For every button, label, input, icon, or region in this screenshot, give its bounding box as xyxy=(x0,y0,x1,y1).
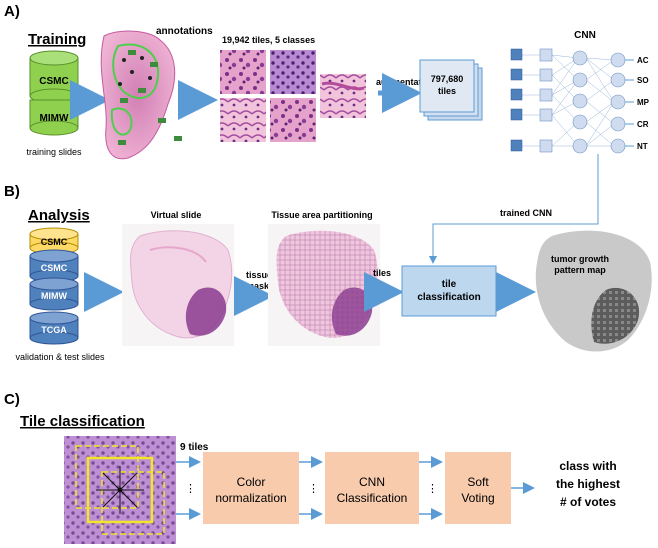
aug-count: 797,680 xyxy=(431,74,464,84)
virtual-slide: Virtual slide xyxy=(122,210,234,346)
analysis-cylinders: CSMC CSMC MIMW TCGA validation & test sl… xyxy=(15,227,105,362)
virtual-slide-label: Virtual slide xyxy=(151,210,202,220)
section-b-letter: B) xyxy=(4,183,20,200)
tile-classification-line2: classification xyxy=(417,292,480,303)
class-label-nt: NT xyxy=(637,142,648,151)
augmented-tiles-stack: 797,680 tiles xyxy=(419,59,483,121)
cyl-label: MIMW xyxy=(41,291,67,301)
nine-tiles-label: 9 tiles xyxy=(180,442,209,453)
cylinder-csmc-blue: CSMC xyxy=(29,249,79,283)
cylinder-mimw-training: MIMW xyxy=(29,99,79,136)
class-label-so: SO xyxy=(637,76,649,85)
tile-sample xyxy=(270,98,316,142)
cyl-top-label: CSMC xyxy=(39,76,68,87)
color-normalization-line1: Color xyxy=(237,475,266,489)
cylinder-csmc-training: CSMC xyxy=(29,50,79,104)
result-line2: the highest xyxy=(556,477,620,491)
partition-label: Tissue area partitioning xyxy=(271,210,372,220)
trained-cnn-connector xyxy=(429,154,599,264)
cylinder-mimw-blue: MIMW xyxy=(29,277,79,311)
cyl-label: TCGA xyxy=(41,325,67,335)
annotations-label: annotations xyxy=(156,26,213,37)
color-normalization-box: Color normalization xyxy=(203,452,299,524)
tile-sample xyxy=(320,74,366,118)
section-a-letter: A) xyxy=(4,3,20,20)
soft-voting-line1: Soft xyxy=(467,475,489,489)
ellipsis-3: ⋮ xyxy=(427,483,438,495)
ellipsis-1: ⋮ xyxy=(185,483,196,495)
cyl-label: CSMC xyxy=(41,263,68,273)
nine-tile-image: 9 tiles xyxy=(64,436,209,544)
partitioned-slide: Tissue area partitioning xyxy=(268,210,380,346)
arrows-c1 xyxy=(176,456,201,520)
annotated-training-slide: annotations xyxy=(100,26,213,160)
growth-pattern-map: tumor growth pattern map xyxy=(535,230,652,352)
training-slides-caption: training slides xyxy=(26,147,82,157)
soft-voting-line2: Voting xyxy=(461,491,494,505)
training-cylinders: CSMC MIMW training slides xyxy=(26,50,82,157)
aug-unit: tiles xyxy=(438,86,456,96)
soft-voting-box: Soft Voting xyxy=(445,452,511,524)
class-label-cr: CR xyxy=(637,120,649,129)
ellipsis-2: ⋮ xyxy=(308,483,319,495)
tile-sample xyxy=(220,50,266,94)
cnn-classification-box: CNN Classification xyxy=(325,452,419,524)
section-c-letter: C) xyxy=(4,391,20,408)
section-b-title: Analysis xyxy=(28,207,90,224)
class-label-mp: MP xyxy=(637,98,650,107)
tile-classification-line1: tile xyxy=(442,279,457,290)
class-label-ac: AC xyxy=(637,56,649,65)
cyl-label: CSMC xyxy=(41,237,68,247)
arrows-c3 xyxy=(419,456,443,520)
validation-slides-caption: validation & test slides xyxy=(15,352,105,362)
cylinder-csmc-yellow: CSMC xyxy=(29,227,79,255)
color-normalization-line2: normalization xyxy=(215,491,286,505)
tissue-mask-label-2: mask xyxy=(246,281,270,291)
cnn-classification-line1: CNN xyxy=(359,475,385,489)
annotation-markers xyxy=(118,50,182,145)
result-line1: class with xyxy=(559,459,616,473)
section-a-title: Training xyxy=(28,31,86,48)
cnn-label: CNN xyxy=(574,30,596,41)
cnn-classification-line2: Classification xyxy=(337,491,408,505)
tiles-count-label: 19,942 tiles, 5 classes xyxy=(222,35,315,45)
tiles-arrow-label: tiles xyxy=(373,268,391,278)
tissue-mask-label-1: tissue xyxy=(246,270,272,280)
section-c-title: Tile classification xyxy=(20,413,145,430)
trained-cnn-label: trained CNN xyxy=(500,208,552,218)
arrows-c2 xyxy=(299,456,323,520)
cylinder-tcga-blue: TCGA xyxy=(29,311,79,345)
map-label-2: pattern map xyxy=(554,265,606,275)
map-label-1: tumor growth xyxy=(551,254,609,264)
cyl-bottom-label: MIMW xyxy=(40,113,69,124)
result-text: class with the highest # of votes xyxy=(556,459,620,509)
cnn-network: CNN xyxy=(510,30,650,154)
result-line3: # of votes xyxy=(560,495,616,509)
training-tiles: 19,942 tiles, 5 classes xyxy=(220,35,366,142)
tile-sample xyxy=(270,50,316,94)
tile-classification-box: tile classification xyxy=(401,265,497,317)
tile-sample xyxy=(220,98,266,142)
